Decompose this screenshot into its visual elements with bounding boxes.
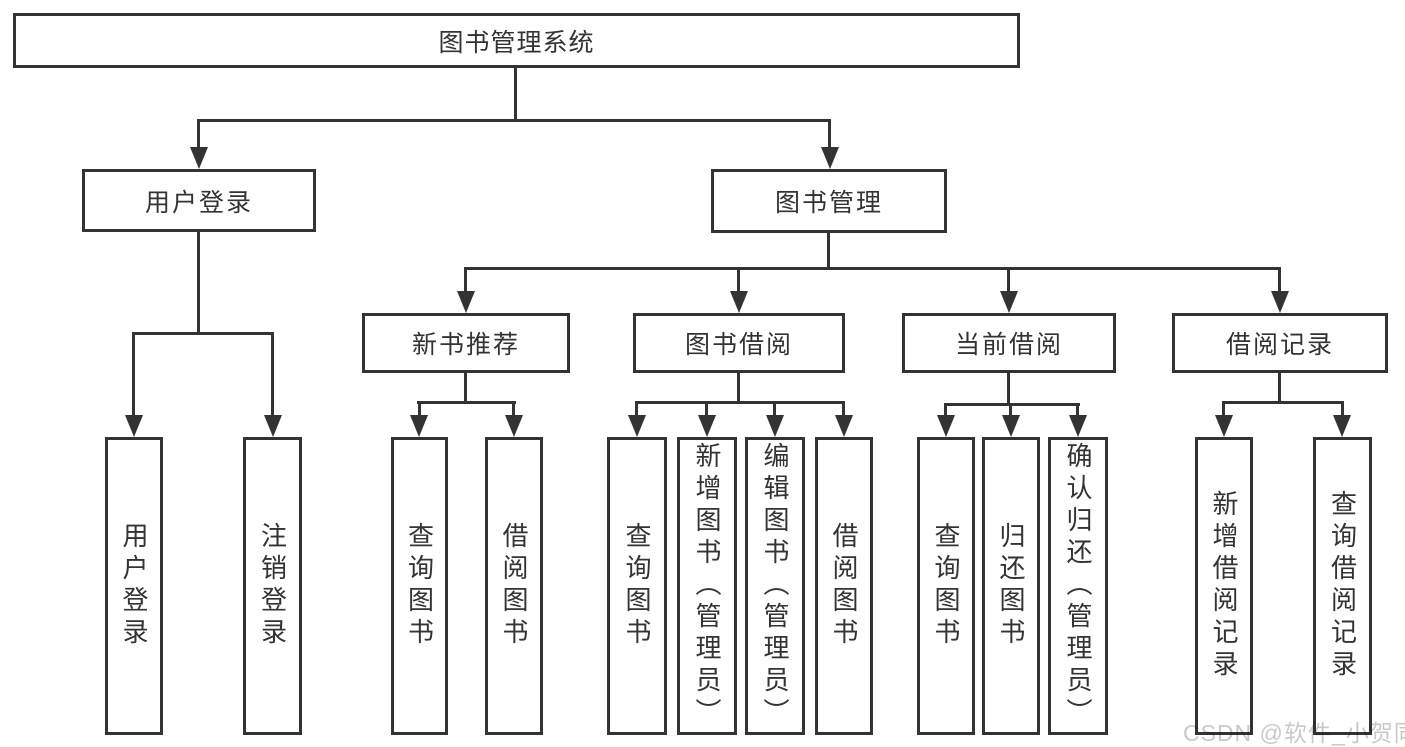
connector-user-login-stem [197,232,200,334]
arrowhead-borrow-records-icon [1271,291,1289,313]
connector-borrow-records-split [1223,401,1344,404]
arrowhead-book-management-icon [821,147,839,169]
leaf-query-books-a: 查询图书 [391,437,448,735]
leaf-user-login-label: 用户登录 [119,522,149,650]
connector-to-leaf-borrow-books-a [512,401,515,416]
arrowhead-leaf-borrow-books-a-icon [505,415,523,437]
node-new-book-recommend-label: 新书推荐 [411,331,520,359]
connector-borrow-records-stem [1278,373,1281,403]
arrowhead-leaf-add-books-icon [698,415,716,437]
connector-to-leaf-edit-books [773,401,776,416]
leaf-return-books: 归还图书 [982,437,1040,735]
arrowhead-current-borrow-icon [1000,291,1018,313]
connector-to-book-borrow [737,267,740,293]
connector-to-leaf-return-books [1009,403,1012,416]
node-book-borrow-label: 图书借阅 [684,331,793,359]
arrowhead-leaf-edit-books-icon [766,415,784,437]
connector-to-new-book-recommend [464,267,467,293]
leaf-query-books-c: 查询图书 [917,437,975,735]
arrowhead-leaf-add-record-icon [1215,415,1233,437]
arrowhead-new-book-recommend-icon [457,291,475,313]
connector-to-leaf-confirm-return [1076,403,1079,416]
connector-to-leaf-logout [271,332,274,416]
arrowhead-user-login-icon [190,147,208,169]
connector-new-book-split [417,401,516,404]
leaf-query-borrow-record: 查询借阅记录 [1313,437,1372,735]
leaf-add-books-admin-label: 新增图书（管理员） [692,442,722,730]
arrowhead-book-borrow-icon [730,291,748,313]
leaf-return-books-label: 归还图书 [996,522,1026,650]
node-book-management-label: 图书管理 [774,189,883,217]
connector-to-book-management [828,119,831,150]
connector-to-user-login [197,119,200,150]
node-borrow-records-label: 借阅记录 [1225,331,1334,359]
leaf-edit-books-admin-label: 编辑图书（管理员） [760,442,790,730]
leaf-confirm-return-admin: 确认归还（管理员） [1048,437,1108,735]
connector-current-borrow-stem [1007,373,1010,405]
arrowhead-leaf-borrow-books-b-icon [835,415,853,437]
connector-to-leaf-user-login [132,332,135,416]
node-book-borrow: 图书借阅 [633,313,845,373]
node-library-management-system-label: 图书管理系统 [438,28,595,57]
connector-book-management-stem [827,232,830,269]
leaf-query-books-b-label: 查询图书 [622,522,652,650]
leaf-add-books-admin: 新增图书（管理员） [677,437,737,735]
connector-to-leaf-add-books [705,401,708,416]
leaf-query-borrow-record-label: 查询借阅记录 [1327,490,1358,682]
connector-book-borrow-split [635,401,845,404]
csdn-watermark: CSDN @软件_小贺同学 [1183,720,1405,746]
arrowhead-leaf-return-books-icon [1002,415,1020,437]
connector-user-login-split [132,332,273,335]
leaf-user-login: 用户登录 [105,437,163,735]
arrowhead-leaf-user-login-icon [125,415,143,437]
node-current-borrow-label: 当前借阅 [954,331,1063,359]
leaf-borrow-books-b: 借阅图书 [815,437,873,735]
node-user-login: 用户登录 [82,169,316,232]
node-user-login-label: 用户登录 [144,188,253,217]
connector-to-leaf-add-record [1222,401,1225,416]
arrowhead-leaf-logout-icon [264,415,282,437]
node-new-book-recommend: 新书推荐 [362,313,570,373]
arrowhead-leaf-query-books-c-icon [937,415,955,437]
connector-new-book-stem [464,373,467,403]
leaf-borrow-books-a: 借阅图书 [485,437,543,735]
connector-to-leaf-query-record [1341,401,1344,416]
node-library-management-system: 图书管理系统 [13,13,1020,68]
leaf-borrow-books-b-label: 借阅图书 [829,522,859,650]
arrowhead-leaf-query-books-b-icon [628,415,646,437]
leaf-confirm-return-admin-label: 确认归还（管理员） [1063,442,1093,730]
connector-to-current-borrow [1007,267,1010,293]
leaf-logout: 注销登录 [243,437,302,735]
arrowhead-leaf-confirm-return-icon [1069,415,1087,437]
connector-to-leaf-query-books-c [944,403,947,416]
node-borrow-records: 借阅记录 [1172,313,1388,373]
leaf-logout-label: 注销登录 [257,522,288,650]
connector-current-borrow-split [944,403,1080,406]
connector-to-leaf-borrow-books-b [842,401,845,416]
node-book-management: 图书管理 [711,169,947,233]
node-current-borrow: 当前借阅 [902,313,1116,373]
leaf-add-borrow-record: 新增借阅记录 [1195,437,1253,735]
connector-to-leaf-query-books-a [418,401,421,416]
connector-root-split [197,119,831,122]
connector-book-borrow-stem [737,373,740,403]
arrowhead-leaf-query-record-icon [1333,415,1351,437]
connector-book-management-split [464,267,1281,270]
connector-to-leaf-query-books-b [635,401,638,416]
leaf-borrow-books-a-label: 借阅图书 [499,522,529,650]
leaf-edit-books-admin: 编辑图书（管理员） [745,437,805,735]
connector-root-stem [514,67,517,120]
leaf-query-books-b: 查询图书 [607,437,667,735]
connector-to-borrow-records [1278,267,1281,293]
leaf-query-books-a-label: 查询图书 [404,522,435,650]
leaf-add-borrow-record-label: 新增借阅记录 [1209,490,1239,682]
arrowhead-leaf-query-books-a-icon [410,415,428,437]
leaf-query-books-c-label: 查询图书 [931,522,961,650]
